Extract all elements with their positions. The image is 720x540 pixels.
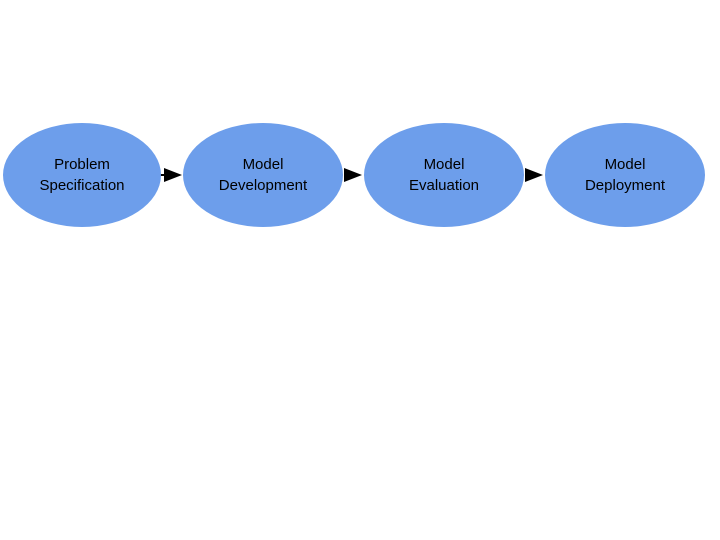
node-label-line: Evaluation [408, 177, 480, 194]
node-label-model-development: Model Development [188, 154, 338, 196]
node-label-line: Development [218, 177, 308, 194]
node-problem-specification [3, 123, 161, 227]
node-label-model-evaluation: Model Evaluation [369, 154, 519, 196]
node-model-development [183, 123, 343, 227]
node-label-line: Model [242, 156, 284, 173]
node-label-line: Deployment [584, 177, 666, 194]
node-label-line: Problem [54, 156, 110, 173]
node-label-line: Specification [39, 177, 125, 194]
arrow-2-head [344, 168, 362, 182]
node-model-deployment [545, 123, 705, 227]
node-model-evaluation [364, 123, 524, 227]
arrow-3-head [525, 168, 543, 182]
arrow-1-head [164, 168, 182, 182]
node-label-line: Model [423, 156, 465, 173]
node-label-model-deployment: Model Deployment [550, 154, 700, 196]
node-label-line: Model [604, 156, 646, 173]
node-label-problem-specification: Problem Specification [7, 154, 157, 196]
